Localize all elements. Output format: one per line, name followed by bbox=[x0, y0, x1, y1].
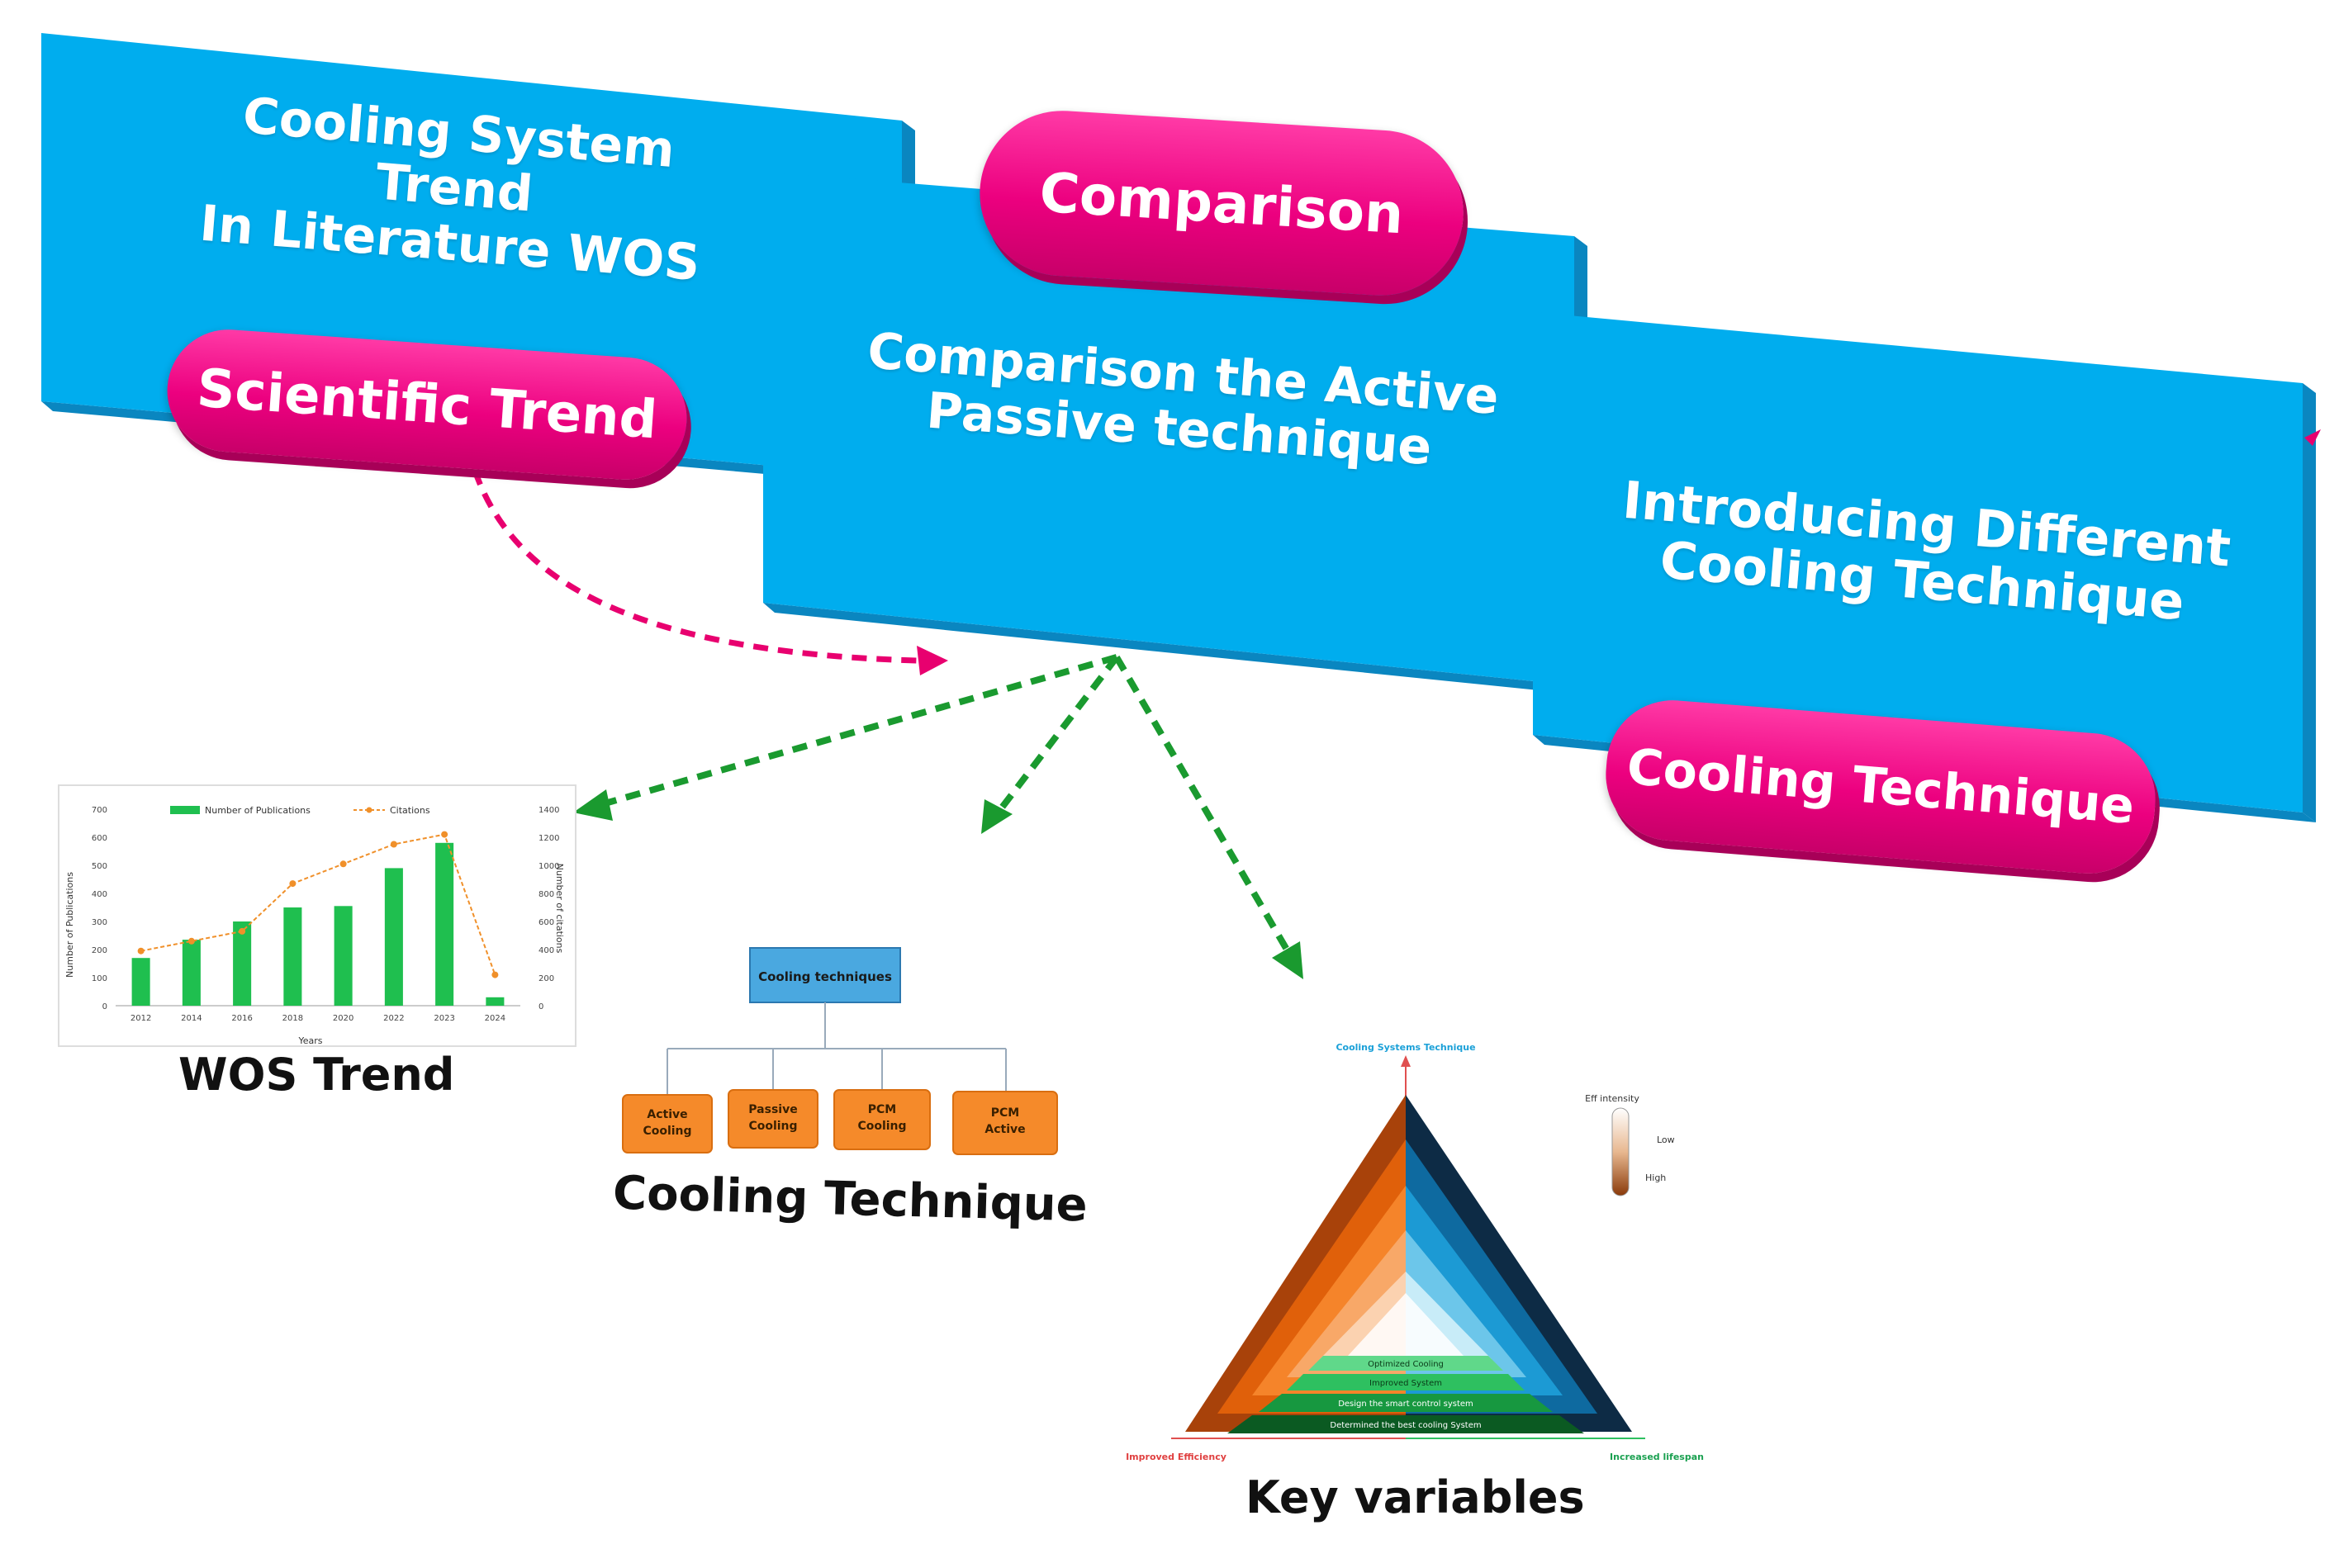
green-arrowhead-left bbox=[573, 789, 613, 821]
x-tick-label: 2016 bbox=[231, 1014, 252, 1023]
pink-arrowhead bbox=[917, 646, 948, 675]
x-tick-label: 2014 bbox=[181, 1014, 202, 1023]
panel-right-edge bbox=[2303, 383, 2316, 822]
band-label-best-system: Determined the best cooling System bbox=[1330, 1421, 1481, 1430]
y2-tick-label: 1200 bbox=[538, 834, 559, 843]
y-tick-label: 600 bbox=[92, 834, 107, 843]
triangle-bottom-right-label: Increased lifespan bbox=[1610, 1452, 1704, 1462]
chart-frame bbox=[58, 784, 576, 1047]
green-arrowhead-right bbox=[1272, 941, 1303, 979]
x-tick-label: 2022 bbox=[383, 1014, 404, 1023]
legend-line-marker bbox=[366, 807, 372, 813]
svg-text:Cooling: Cooling bbox=[643, 1125, 691, 1138]
x-tick-label: 2018 bbox=[282, 1014, 303, 1023]
tree-connectors bbox=[667, 1002, 1007, 1095]
pill-comparison: Comparison bbox=[975, 106, 1468, 301]
svg-text:Active: Active bbox=[647, 1108, 687, 1121]
x-tick-label: 2012 bbox=[130, 1014, 151, 1023]
caption-wos-trend: WOS Trend bbox=[178, 1049, 455, 1101]
x-tick-label: 2020 bbox=[333, 1014, 353, 1023]
y2-tick-label: 800 bbox=[538, 890, 554, 899]
y2-tick-label: 1400 bbox=[538, 806, 559, 815]
bar-publications bbox=[486, 997, 505, 1006]
point-citations bbox=[239, 927, 246, 935]
band-label-improved: Improved System bbox=[1369, 1379, 1442, 1388]
svg-text:Cooling: Cooling bbox=[748, 1120, 797, 1133]
y2-axis-label: Number of citations bbox=[554, 864, 565, 954]
point-citations bbox=[137, 947, 145, 955]
y-tick-label: 100 bbox=[92, 974, 107, 983]
svg-text:Cooling: Cooling bbox=[857, 1120, 906, 1133]
bar-publications bbox=[384, 868, 403, 1006]
triangle-top-label: Cooling Systems Technique bbox=[1336, 1042, 1475, 1053]
y2-tick-label: 0 bbox=[538, 1002, 543, 1011]
point-citations bbox=[491, 971, 499, 978]
legend-gradient bbox=[1611, 1107, 1630, 1196]
panel-right bbox=[1533, 312, 2303, 812]
y-tick-label: 400 bbox=[92, 890, 107, 899]
y-tick-label: 500 bbox=[92, 862, 107, 871]
bar-publications bbox=[233, 921, 252, 1006]
panel-middle-bottom bbox=[763, 603, 1587, 695]
y2-tick-label: 1000 bbox=[538, 862, 559, 871]
caption-key-variables: Key variables bbox=[1245, 1471, 1585, 1523]
band-4 bbox=[1308, 1356, 1503, 1371]
tree-child-pcm-active: PCM Active bbox=[952, 1091, 1058, 1155]
tree-root-label: Cooling techniques bbox=[758, 969, 892, 984]
y-axis-label: Number of Publications bbox=[64, 872, 75, 978]
wos-trend-chart: Number of Publications Citations Number … bbox=[58, 784, 576, 1047]
y-tick-label: 0 bbox=[102, 1002, 107, 1011]
svg-text:Active: Active bbox=[984, 1123, 1025, 1136]
tree-child-active-cooling: Active Cooling bbox=[622, 1094, 713, 1153]
svg-text:Passive: Passive bbox=[748, 1103, 797, 1116]
y-tick-label: 700 bbox=[92, 806, 107, 815]
point-citations bbox=[441, 831, 448, 838]
legend-high: High bbox=[1645, 1172, 1666, 1183]
band-label-optimized: Optimized Cooling bbox=[1368, 1360, 1444, 1369]
cooling-tree: Cooling techniques Active Cooling Passiv… bbox=[622, 947, 1058, 1155]
bar-publications bbox=[435, 842, 454, 1006]
bar-publications bbox=[182, 940, 201, 1006]
svg-text:PCM: PCM bbox=[991, 1106, 1019, 1120]
y2-tick-label: 400 bbox=[538, 946, 554, 955]
y2-tick-label: 600 bbox=[538, 918, 554, 927]
band-3 bbox=[1287, 1374, 1525, 1390]
x-tick-label: 2023 bbox=[434, 1014, 454, 1023]
line-citations bbox=[140, 833, 496, 975]
x-tick-label: 2024 bbox=[485, 1014, 505, 1023]
y-tick-label: 300 bbox=[92, 918, 107, 927]
bar-publications bbox=[334, 906, 353, 1006]
legend-bar-swatch bbox=[170, 806, 200, 814]
y-tick-label: 200 bbox=[92, 946, 107, 955]
svg-text:PCM: PCM bbox=[868, 1103, 896, 1116]
green-arrows bbox=[595, 654, 1290, 952]
band-1 bbox=[1227, 1415, 1584, 1433]
bar-publications bbox=[283, 907, 302, 1006]
point-citations bbox=[187, 937, 195, 945]
point-citations bbox=[289, 880, 297, 888]
point-citations bbox=[339, 860, 347, 868]
legend-title: Eff intensity bbox=[1585, 1093, 1639, 1104]
x-axis-label: Years bbox=[297, 1035, 322, 1046]
tree-child-passive-cooling: Passive Cooling bbox=[728, 1089, 818, 1149]
legend-low: Low bbox=[1657, 1135, 1675, 1145]
pink-dashed-arrow bbox=[472, 469, 918, 664]
pink-tick bbox=[2304, 429, 2321, 446]
y2-tick-label: 200 bbox=[538, 974, 554, 983]
key-variables-triangle: Cooling Systems Technique Optimized Cool… bbox=[1126, 1042, 1704, 1462]
panel-middle bbox=[763, 172, 1574, 685]
band-label-smart-control: Design the smart control system bbox=[1338, 1400, 1473, 1409]
green-arrowhead-mid bbox=[981, 799, 1013, 834]
tree-child-pcm-cooling: PCM Cooling bbox=[833, 1089, 931, 1150]
band-2 bbox=[1259, 1394, 1553, 1412]
bar-publications bbox=[131, 958, 150, 1006]
legend-line-label: Citations bbox=[390, 805, 430, 816]
triangle-bottom-left-label: Improved Efficiency bbox=[1126, 1452, 1226, 1462]
point-citations bbox=[390, 841, 397, 848]
legend-bar-label: Number of Publications bbox=[205, 805, 311, 816]
